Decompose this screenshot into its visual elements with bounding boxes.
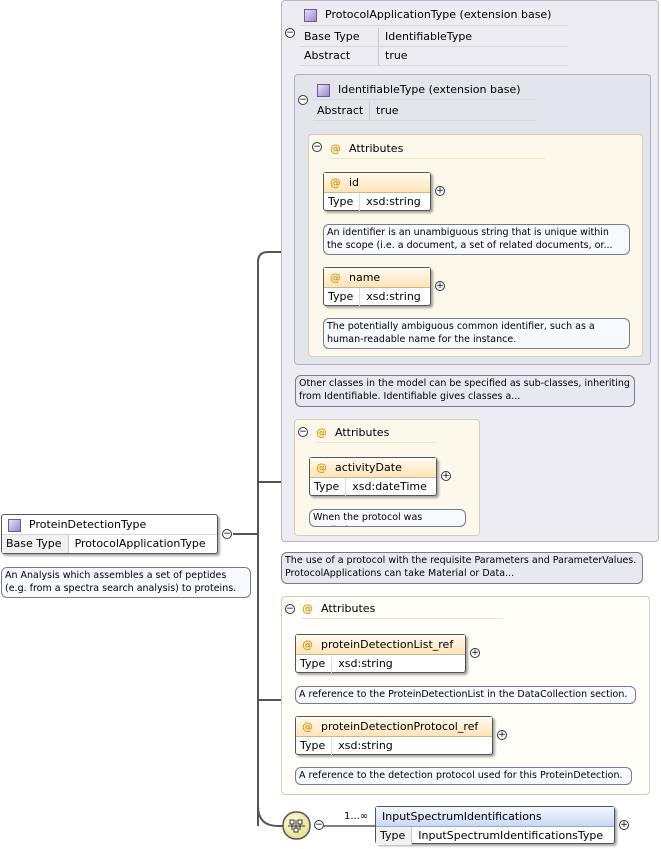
attribute-note: An identifier is an unambiguous string t… xyxy=(323,224,630,255)
protein-detection-type[interactable]: ProteinDetectionType Base Type ProtocolA… xyxy=(1,514,218,554)
type-label: Type xyxy=(376,827,413,845)
abstract-label: Abstract xyxy=(300,47,379,65)
identifiable-title: IdentifiableType (extension base) xyxy=(338,83,521,96)
expand-icon[interactable]: + xyxy=(435,186,445,196)
attribute-icon: @ xyxy=(302,638,313,651)
expand-icon[interactable]: + xyxy=(497,730,507,740)
expand-icon[interactable]: + xyxy=(619,820,629,830)
collapse-icon[interactable]: − xyxy=(222,529,232,539)
attribute-activity-date[interactable]: @ activityDate Type xsd:dateTime xyxy=(309,457,437,496)
attribute-note: A reference to the ProteinDetectionList … xyxy=(295,686,636,704)
type-value: xsd:string xyxy=(331,737,399,755)
type-value: xsd:string xyxy=(331,655,399,673)
attribute-icon: @ xyxy=(302,720,313,733)
attribute-note: A reference to the detection protocol us… xyxy=(295,767,632,785)
collapse-icon[interactable]: − xyxy=(298,427,308,437)
root-note: An Analysis which assembles a set of pep… xyxy=(1,567,251,598)
input-spectrum-identifications[interactable]: InputSpectrumIdentifications Type InputS… xyxy=(375,806,615,845)
collapse-icon[interactable]: − xyxy=(285,604,295,614)
attribute-icon: @ xyxy=(302,602,313,615)
attributes-label: Attributes xyxy=(321,602,376,615)
attributes-header: @ Attributes xyxy=(302,599,502,619)
attribute-id[interactable]: @ id Type xsd:string xyxy=(323,172,431,211)
abstract-label: Abstract xyxy=(313,102,370,120)
attributes-label: Attributes xyxy=(349,142,404,155)
expand-icon[interactable]: + xyxy=(435,281,445,291)
base-type-label: Base Type xyxy=(300,28,379,46)
attribute-note: When the protocol was applied. xyxy=(309,509,466,527)
attribute-protein-detection-list-ref[interactable]: @ proteinDetectionList_ref Type xsd:string xyxy=(295,634,466,673)
class-icon xyxy=(317,83,330,97)
sequence-icon[interactable] xyxy=(282,811,312,841)
type-value: InputSpectrumIdentificationsType xyxy=(418,829,604,842)
element-name: InputSpectrumIdentifications xyxy=(376,807,614,827)
collapse-icon[interactable]: − xyxy=(285,28,295,38)
attribute-name: proteinDetectionList_ref xyxy=(321,638,454,651)
type-label: Type xyxy=(328,290,354,303)
attribute-icon: @ xyxy=(316,426,327,439)
abstract-value: true xyxy=(376,104,399,117)
protocol-application-title: ProtocolApplicationType (extension base) xyxy=(325,8,552,21)
collapse-icon[interactable]: − xyxy=(314,820,324,830)
type-label: Type xyxy=(300,739,326,752)
attribute-name: name xyxy=(349,271,381,284)
type-value: xsd:dateTime xyxy=(345,478,433,496)
type-value: xsd:string xyxy=(359,193,427,211)
attribute-icon: @ xyxy=(316,461,327,474)
attribute-note: The potentially ambiguous common identif… xyxy=(323,318,630,349)
type-label: Type xyxy=(314,480,340,493)
attribute-name: activityDate xyxy=(335,461,402,474)
abstract-value: true xyxy=(385,49,408,62)
attribute-icon: @ xyxy=(330,176,341,189)
attribute-name: proteinDetectionProtocol_ref xyxy=(321,720,479,733)
root-title: ProteinDetectionType xyxy=(29,518,147,531)
attribute-protein-detection-protocol-ref[interactable]: @ proteinDetectionProtocol_ref Type xsd:st… xyxy=(295,716,493,755)
identifiable-type: IdentifiableType (extension base) Abstra… xyxy=(313,80,537,122)
class-icon xyxy=(304,8,317,22)
base-type-label: Base Type xyxy=(2,535,69,553)
type-value: xsd:string xyxy=(359,288,427,306)
collapse-icon[interactable]: − xyxy=(312,142,322,152)
attribute-name-box[interactable]: @ name Type xsd:string xyxy=(323,267,431,306)
cardinality-label: 1...∞ xyxy=(344,811,369,822)
attribute-icon: @ xyxy=(330,271,341,284)
protocol-application-type: ProtocolApplicationType (extension base)… xyxy=(300,5,568,67)
base-type-value: IdentifiableType xyxy=(385,30,473,43)
base-type-value: ProtocolApplicationType xyxy=(74,537,206,550)
attributes-header: @ Attributes xyxy=(316,423,436,443)
attribute-icon: @ xyxy=(330,142,341,155)
attributes-header: @ Attributes xyxy=(330,139,545,159)
type-label: Type xyxy=(300,657,326,670)
protocol-application-note: The use of a protocol with the requisite… xyxy=(281,552,643,584)
expand-icon[interactable]: + xyxy=(441,471,451,481)
identifiable-note: Other classes in the model can be specif… xyxy=(295,375,635,407)
collapse-icon[interactable]: − xyxy=(298,95,308,105)
type-label: Type xyxy=(328,195,354,208)
attribute-name: id xyxy=(349,176,360,189)
attributes-label: Attributes xyxy=(335,426,390,439)
class-icon xyxy=(8,518,21,532)
expand-icon[interactable]: + xyxy=(470,648,480,658)
